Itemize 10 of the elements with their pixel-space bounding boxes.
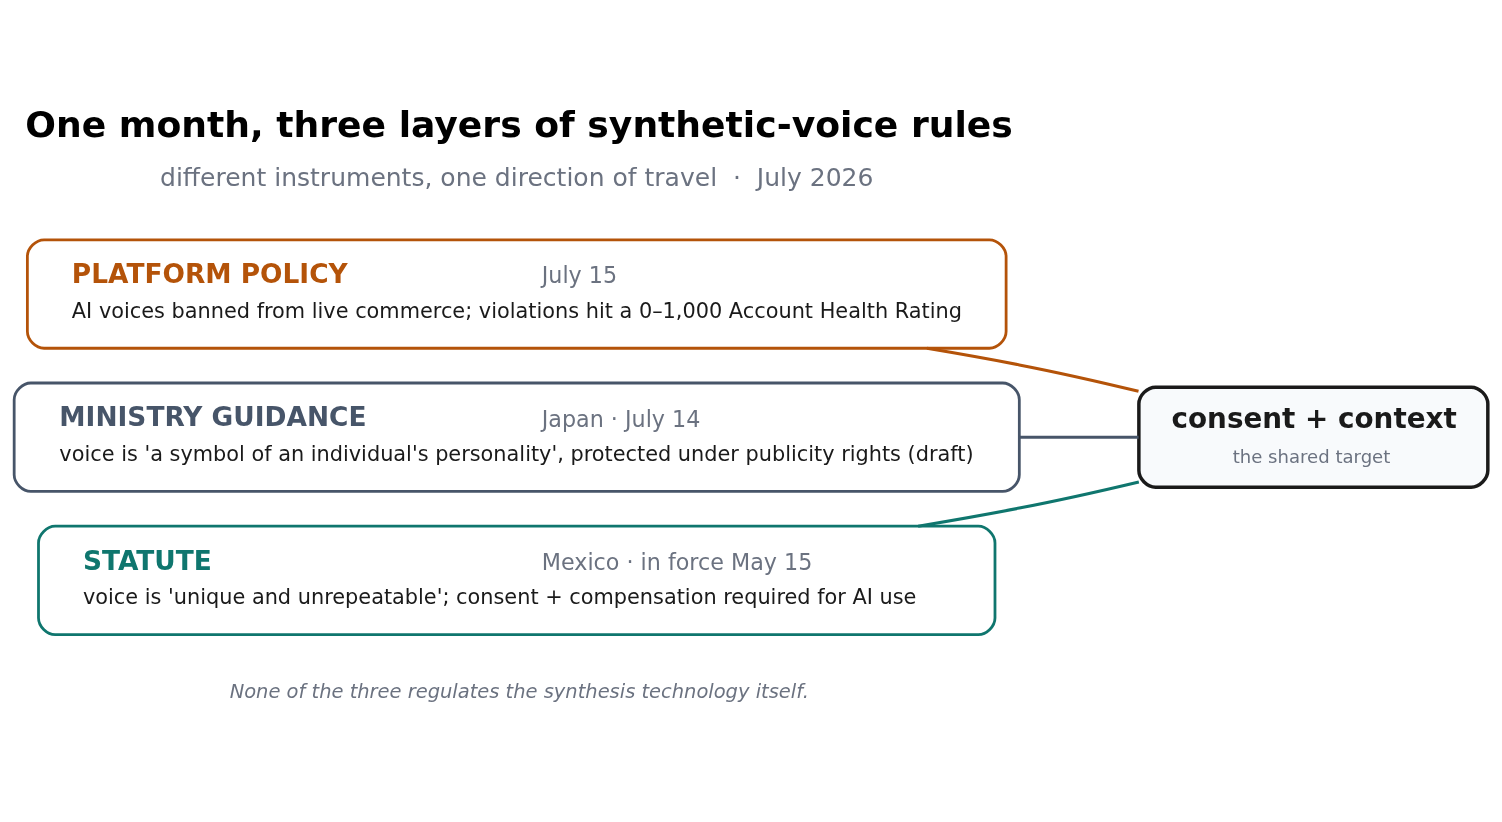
caption: None of the three regulates the synthesis technology itself.: [229, 679, 809, 703]
node-box: PLATFORM POLICY July 15 AI voices banned from live commerce; violations hit a 0–1,000 Account Health Rating: [26, 237, 1008, 350]
connector: [917, 480, 1140, 528]
connector: [926, 346, 1139, 393]
node-box: STATUTE Mexico · in force May 15 voice is 'unique and unrepeatable'; consent + compensation required for AI use: [37, 524, 997, 636]
diagram-title: One month, three layers of synthetic-voice rules: [25, 102, 1013, 146]
node-box: consent + context the shared target: [1137, 384, 1490, 489]
label: different instruments, one direction of travel · July 2026: [160, 162, 874, 192]
node-box: MINISTRY GUIDANCE Japan · July 14 voice is 'a symbol of an individual's personality', protected under publicity rights (draft): [12, 381, 1021, 493]
connector: [1019, 435, 1139, 439]
